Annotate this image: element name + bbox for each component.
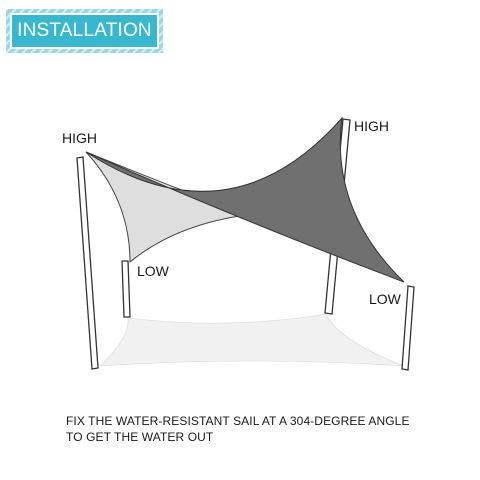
installation-caption: FIX THE WATER-RESISTANT SAIL AT A 304-DE… [66, 413, 466, 445]
installation-badge: INSTALLATION [6, 9, 163, 53]
label-high-right: HIGH [354, 118, 389, 134]
post-high-left [76, 156, 99, 370]
label-low-right: LOW [369, 291, 401, 307]
label-low-left: LOW [137, 263, 169, 279]
installation-title: INSTALLATION [10, 13, 159, 49]
caption-line-1: FIX THE WATER-RESISTANT SAIL AT A 304-DE… [66, 414, 410, 428]
sail-shadow [99, 313, 405, 367]
caption-line-2: TO GET THE WATER OUT [66, 430, 214, 444]
label-high-left: HIGH [62, 130, 97, 146]
post-low-left [121, 260, 131, 318]
sail-light [85, 151, 248, 264]
post-low-right [401, 285, 415, 371]
sail-dark [85, 116, 405, 283]
